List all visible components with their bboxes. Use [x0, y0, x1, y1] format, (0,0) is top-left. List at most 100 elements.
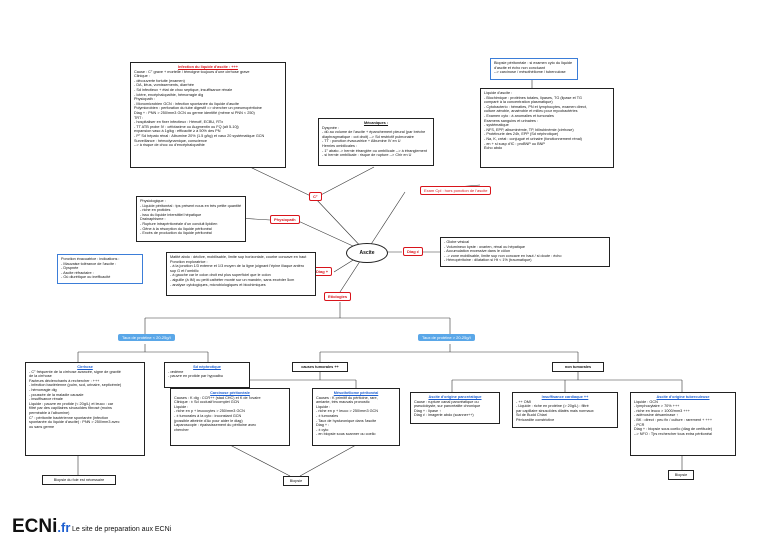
text-line: - lymphocytaire > 70% +++ [634, 404, 680, 409]
taux-proteine-bas: Taux de protéine < 20-25g/l [118, 334, 175, 341]
text-line: Examens sanguins et urinaires : [484, 118, 539, 123]
text-line: Laparoscopie : épaississement du péritoi… [174, 423, 257, 428]
ascite-pancreatique-box: Ascite d'origine pancréatique Cause : ru… [410, 392, 500, 424]
text-line: Cause : rupture canal pancréatique ou [414, 399, 479, 404]
text-line: - Excès de production du liquide périton… [140, 231, 212, 236]
text-line: - Ascite réfractaire : [61, 270, 94, 275]
text-line: Péricardite constrictive [516, 417, 555, 422]
ic-title: Insuffisance cardiaque ++ [541, 395, 589, 399]
text-line: TRT : [134, 115, 144, 120]
text-line: - Monomicrobien GCN : infection spontané… [134, 101, 239, 106]
text-line: Clinique : ± Sd occlusif incomplet GCN [174, 400, 240, 405]
text-line: C° : péritonite bactérienne spontanée (i… [29, 415, 109, 420]
text-line: Causes : K dig : CCR++ (stad CHC) et K d… [174, 395, 261, 400]
text-line: Liquide : GCN [634, 399, 658, 404]
infection-box: Infection du liquide d'ascite : +++ Caus… [130, 62, 286, 168]
text-line: culture aérobie, anaérobie et milieu pou… [484, 109, 578, 114]
liquide-exams-box: Liquide d'ascite :- Biochimique : protéi… [480, 88, 614, 168]
text-line: - Liquide : riche en protéine (> 20g/L) … [516, 404, 589, 409]
mesotheliome-box: Mésothéliome péritonéal Causes : K primi… [312, 388, 400, 446]
text-line: Clinique : [134, 74, 150, 79]
text-line: - en biopsie sous scanner ou coelio [316, 432, 376, 437]
text-line: - dû au volume de l'ascite + épanchement… [322, 130, 426, 135]
text-line: chercher [174, 427, 189, 432]
text-line: diaphragmatique : cot droit) --> Sd rest… [322, 134, 414, 139]
text-line: comparé à la concentration plasmatique) [484, 100, 553, 105]
text-line: - 1° abato -> hernie étranglée ou ombili… [322, 148, 427, 153]
text-line: - DA, iléus, vomissements, diarrhée [134, 83, 194, 88]
branch-physiopath: Physiopath [270, 215, 300, 224]
text-line: - TT ATB probe IV : céfotaxime ou Augmen… [134, 124, 239, 129]
diag-positif-box: Matité abdo : déclive, mobilisable, limi… [166, 252, 316, 296]
branch-exam-complementaires: Exam Cpl : hors ponction de l'ascite [420, 186, 492, 195]
text-line: par capillaire sinusoïdes dilatés mais n… [516, 408, 594, 413]
text-line: - Examen cyto : à anomalies et tumorales [484, 113, 554, 118]
brand-tld: .fr [57, 520, 71, 535]
text-line: - Rupture intrapéritonéale d'un conduit … [140, 221, 218, 226]
text-line: Matité abdo : déclive, mobilisable, limi… [170, 255, 307, 259]
text-line: --> NFO : Tjrs rechercher tous extra pér… [634, 431, 712, 436]
text-line: Causes : K primitif du péritoine, rare, [316, 395, 378, 400]
text-line: d'ascite et écho non concluant [494, 65, 545, 70]
pancreatique-title: Ascite d'origine pancréatique [428, 395, 482, 399]
text-line: expansion vaso à 1g/kg : efficacité ≥ à … [134, 129, 221, 134]
text-line: Liquide : [174, 404, 189, 409]
text-line: - Sd infectieux + état de choc septique,… [134, 87, 233, 92]
biopsie-tb-box: Biopsie [668, 470, 694, 480]
text-line: Diag + : biopsie sous coelio (diag de ce… [634, 427, 712, 432]
text-line: - Biochimique : protéines totales, lipas… [484, 95, 582, 100]
ponction-evacuatrice-box: Ponction évacuatrice : indications :- Ma… [57, 254, 143, 284]
text-line: - Mauvaise tolérance de l'ascite : [61, 261, 117, 266]
infection-title: Infection du liquide d'ascite : +++ [178, 65, 238, 69]
text-line: - Où diurétique ou inefficacité [61, 275, 111, 280]
text-line: Physiologique : [140, 199, 166, 203]
text-line: Liquide d'ascite : [484, 91, 513, 95]
physiologie-box: Physiologique :- Liquide péritonéal : tp… [136, 196, 246, 242]
text-line: - systématique [484, 123, 509, 128]
text-line: - Accumulation excessive dans le côlon [444, 249, 511, 254]
sd-nephrotique-box: Sd néphrotique - œdème- pauvre en protid… [164, 362, 250, 388]
text-line: - ± cyto [316, 427, 329, 432]
text-line: Physiopath : [134, 97, 155, 102]
text-line: - -> zone mobilisable, limite sup non co… [444, 253, 562, 258]
text-line: Liquide : pauvre en protide (< 20g/L) et… [29, 401, 114, 406]
text-line: Écho abdo [484, 146, 503, 151]
text-line: - PCR [634, 422, 645, 427]
text-line: - Gêne à la résorption du liquide périto… [140, 226, 212, 231]
branch-diag-differential: Diag ≠ [403, 247, 423, 256]
text-line: - hémorragie dig [29, 387, 57, 392]
diag-differentiel-box: - Globe vésical- Volumineux kyste : ovar… [440, 237, 610, 267]
text-line: - pauvre en protide par hypoalbu [168, 374, 223, 379]
text-line: Polymicrobien : perforation du tube dige… [134, 106, 262, 111]
text-line: Ponction évacuatrice : indications : [61, 257, 120, 261]
carcinose-box: Carcinose péritonéale Causes : K dig : C… [170, 388, 290, 446]
insuffisance-cardiaque-box: Insuffisance cardiaque ++ - ++ OMI- Liqu… [512, 392, 618, 428]
text-line: - issu du liquide interstitiel hépatique [140, 212, 202, 217]
text-line: --> carcinose / mésothéliome / tuberculo… [494, 70, 566, 75]
text-line: - riche en p + leuco > 250/mm3 GCN [316, 409, 379, 414]
text-line: - insuffisance rénale [29, 397, 63, 402]
text-line: - Taux de hyaluronique dans l'ascite [316, 418, 377, 423]
cirrhose-box: Cirrhose - C° fréquente de la cirrhose a… [25, 362, 145, 456]
text-line: Sd de Budd Chiari [516, 413, 547, 418]
text-line: - ± tumorales [316, 413, 339, 418]
text-line: - infection bactérienne (pulm, scd, urin… [29, 383, 122, 388]
tagline: Le site de preparation aux ECNi [72, 526, 172, 533]
text-line: - en + si susp d'IC : proBNP ou BNP [484, 141, 545, 146]
ecni-logo[interactable]: ECNi.fr [12, 516, 70, 538]
text-line: - aiguille (à IM) ou petit cathéter mont… [170, 277, 295, 282]
central-topic: Ascite [346, 243, 388, 263]
text-line: Diag + : [316, 423, 330, 428]
biopsie-foie-box: Biopsie du foie est nécessaire [42, 475, 116, 485]
text-line: pseudokyste, sur pancréatite chronique [414, 404, 481, 409]
text-line: - analyse cytologiques, microbiologiques… [170, 282, 266, 287]
text-line: - si hernie ombilicale : risque de ruptu… [322, 153, 412, 158]
text-line: Diag + : lipase ↑ [414, 408, 442, 413]
text-line: Liquide : [316, 404, 331, 409]
text-line: Dyspnée : [322, 125, 340, 130]
carcinose-title: Carcinose péritonéale [210, 391, 250, 395]
text-line: - Globe vésical [444, 240, 470, 244]
text-line: Diag ≠ : imagerie abdo (scanner++) [414, 413, 474, 418]
text-line: Facteurs déclenchants à rechercher : +++ [29, 378, 100, 383]
text-line: - riche en protides [140, 208, 171, 213]
